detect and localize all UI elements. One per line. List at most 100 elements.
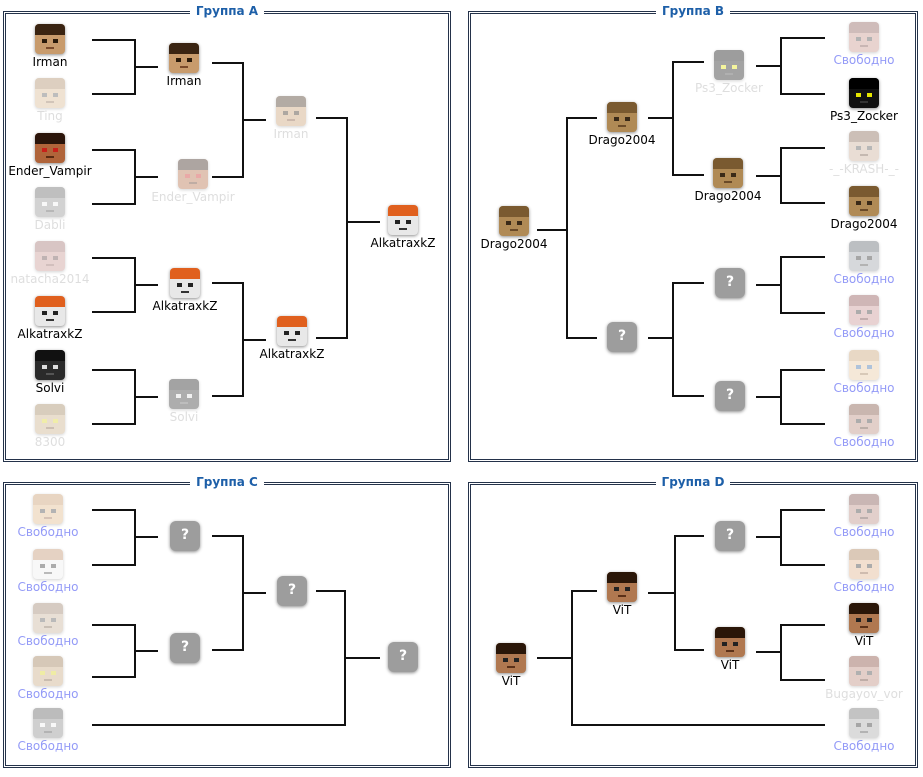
bracket-slot-a-r3-1[interactable]: Irman <box>231 96 351 141</box>
bracket-slot-b-r3-2[interactable]: ? <box>562 322 682 352</box>
player-avatar-icon <box>35 241 65 271</box>
player-name: ViT <box>854 634 874 648</box>
bracket-slot-b-r1-6[interactable]: Свободно <box>804 295 923 340</box>
bracket-slot-a-r2-1[interactable]: Irman <box>124 43 244 88</box>
player-avatar-icon <box>849 656 879 686</box>
player-avatar-icon <box>849 494 879 524</box>
player-name: Ting <box>37 109 63 123</box>
player-name: Свободно <box>833 381 895 395</box>
bracket-slot-b-r1-2[interactable]: Ps3_Zocker <box>804 78 923 123</box>
bracket-slot-d-r1-2[interactable]: Свободно <box>804 549 923 594</box>
bracket-slot-a-r2-2[interactable]: Ender_Vampir <box>133 159 253 204</box>
bracket-slot-b-r3-1[interactable]: Drago2004 <box>562 102 682 147</box>
player-name: AlkatraxkZ <box>152 299 218 313</box>
player-name: Drago2004 <box>588 133 656 147</box>
player-avatar-icon <box>496 643 526 673</box>
group-d-panel: Группа D <box>468 475 918 768</box>
group-c-title: Группа C <box>190 475 264 489</box>
unknown-player-icon: ? <box>715 521 745 551</box>
bracket-slot-c-r1-2[interactable]: Свободно <box>0 549 108 594</box>
bracket-winner-a[interactable]: AlkatraxkZ <box>343 205 463 250</box>
bracket-slot-a-r1-7[interactable]: Solvi <box>0 350 110 395</box>
player-avatar-icon <box>33 549 63 579</box>
bracket-slot-b-r1-5[interactable]: Свободно <box>804 241 923 286</box>
player-avatar-icon <box>849 350 879 380</box>
bracket-slot-c-r1-1[interactable]: Свободно <box>0 494 108 539</box>
bracket-slot-a-r1-3[interactable]: Ender_Vampir <box>0 133 110 178</box>
bracket-slot-d-r1-5[interactable]: Свободно <box>804 708 923 753</box>
player-avatar-icon <box>849 549 879 579</box>
group-d-title: Группа D <box>655 475 731 489</box>
bracket-slot-c-r2-2[interactable]: ? <box>125 633 245 663</box>
bracket-winner-c[interactable]: ? <box>343 642 463 672</box>
player-avatar-icon <box>277 316 307 346</box>
player-avatar-icon <box>35 404 65 434</box>
player-avatar-icon <box>169 43 199 73</box>
player-avatar-icon <box>607 102 637 132</box>
player-avatar-icon <box>35 187 65 217</box>
bracket-slot-c-r1-4[interactable]: Свободно <box>0 656 108 701</box>
bracket-slot-d-r1-4[interactable]: Bugayov_vor <box>804 656 923 701</box>
bracket-slot-b-r2-4[interactable]: ? <box>670 381 790 411</box>
player-name: Ps3_Zocker <box>695 81 763 95</box>
bracket-slot-b-r1-3[interactable]: -_-KRASH-_- <box>804 131 923 176</box>
bracket-slot-b-r1-8[interactable]: Свободно <box>804 404 923 449</box>
player-avatar-icon <box>849 131 879 161</box>
bracket-slot-b-r1-7[interactable]: Свободно <box>804 350 923 395</box>
player-avatar-icon <box>499 206 529 236</box>
group-c-panel: Группа C <box>3 475 451 768</box>
bracket-slot-c-r1-5[interactable]: Свободно <box>0 708 108 753</box>
player-name: Drago2004 <box>830 217 898 231</box>
bracket-slot-b-r2-1[interactable]: Ps3_Zocker <box>669 50 789 95</box>
player-name: Ender_Vampir <box>151 190 235 204</box>
player-name: 8300 <box>34 435 66 449</box>
bracket-slot-a-r1-4[interactable]: Dabli <box>0 187 110 232</box>
bracket-slot-a-r1-2[interactable]: Ting <box>0 78 110 123</box>
bracket-winner-d[interactable]: ViT <box>451 643 571 688</box>
bracket-slot-b-r2-3[interactable]: ? <box>670 268 790 298</box>
player-name: ViT <box>720 658 740 672</box>
player-avatar-icon <box>849 22 879 52</box>
bracket-winner-b[interactable]: Drago2004 <box>454 206 574 251</box>
bracket-slot-d-r1-1[interactable]: Свободно <box>804 494 923 539</box>
player-name: -_-KRASH-_- <box>829 162 899 176</box>
bracket-slot-a-r1-5[interactable]: natacha2014 <box>0 241 110 286</box>
bracket-slot-a-r1-6[interactable]: AlkatraxkZ <box>0 296 110 341</box>
bracket-slot-c-r2-1[interactable]: ? <box>125 521 245 551</box>
bracket-slot-d-r2-1[interactable]: ? <box>670 521 790 551</box>
bracket-slot-c-r1-3[interactable]: Свободно <box>0 603 108 648</box>
bracket-slot-b-r2-2[interactable]: Drago2004 <box>668 158 788 203</box>
player-name: Bugayov_vor <box>825 687 903 701</box>
bracket-slot-b-r1-4[interactable]: Drago2004 <box>804 186 923 231</box>
bracket-slot-d-r1-3[interactable]: ViT <box>804 603 923 648</box>
player-avatar-icon <box>714 50 744 80</box>
group-b-title: Группа B <box>655 4 731 18</box>
bracket-slot-d-r3-1[interactable]: ViT <box>562 572 682 617</box>
bracket-slot-a-r3-2[interactable]: AlkatraxkZ <box>232 316 352 361</box>
player-name: Свободно <box>833 525 895 539</box>
unknown-player-icon: ? <box>170 633 200 663</box>
bracket-slot-a-r2-3[interactable]: AlkatraxkZ <box>125 268 245 313</box>
bracket-slot-a-r2-4[interactable]: Solvi <box>124 379 244 424</box>
player-name: Irman <box>273 127 309 141</box>
bracket-slot-b-r1-1[interactable]: Свободно <box>804 22 923 67</box>
player-avatar-icon <box>33 708 63 738</box>
bracket-slot-a-r1-1[interactable]: Irman <box>0 24 110 69</box>
player-name: Свободно <box>833 580 895 594</box>
player-avatar-icon <box>35 350 65 380</box>
player-name: ViT <box>501 674 521 688</box>
player-name: ViT <box>612 603 632 617</box>
player-avatar-icon <box>607 572 637 602</box>
player-avatar-icon <box>35 133 65 163</box>
player-name: Свободно <box>833 739 895 753</box>
player-name: Свободно <box>833 53 895 67</box>
player-avatar-icon <box>849 603 879 633</box>
player-avatar-icon <box>169 379 199 409</box>
player-avatar-icon <box>715 627 745 657</box>
bracket-slot-d-r2-2[interactable]: ViT <box>670 627 790 672</box>
bracket-slot-c-r3-1[interactable]: ? <box>232 576 352 606</box>
player-avatar-icon <box>33 656 63 686</box>
player-avatar-icon <box>35 24 65 54</box>
bracket-slot-a-r1-8[interactable]: 8300 <box>0 404 110 449</box>
